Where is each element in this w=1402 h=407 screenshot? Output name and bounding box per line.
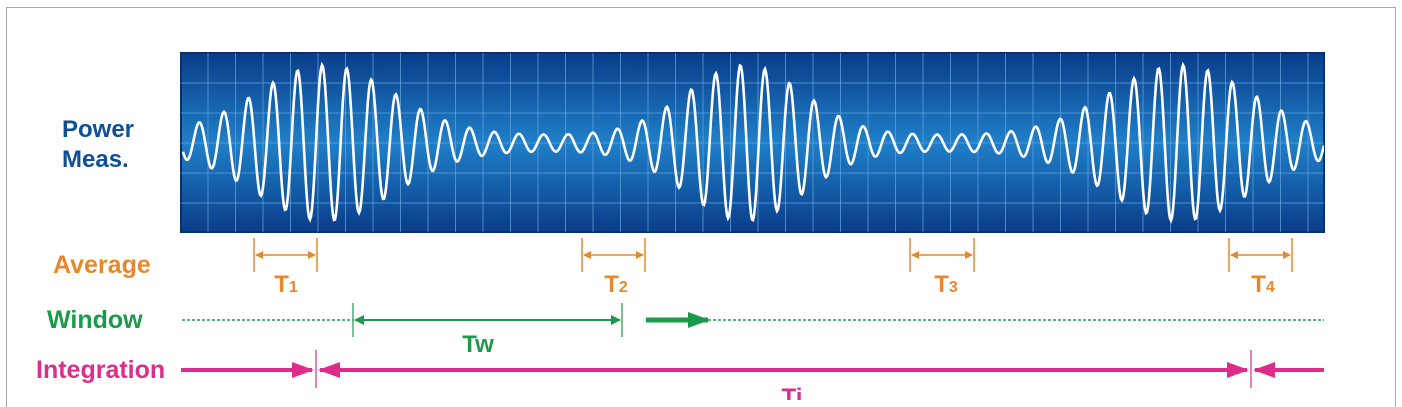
- waveform-trace: [181, 61, 1324, 224]
- average-period-t1: [253, 238, 318, 272]
- integration-ti-label: Ti: [782, 384, 803, 400]
- average-period-t2: [581, 238, 646, 272]
- integration-timeline: [181, 350, 1324, 388]
- power-meas-label: Power Meas.: [62, 115, 134, 175]
- average-t1-label: T1: [274, 271, 298, 298]
- average-t2-label: T2: [604, 271, 628, 298]
- average-period-t4: [1228, 238, 1293, 272]
- figure-frame: [6, 7, 1396, 407]
- window-label: Window: [47, 306, 143, 334]
- average-t4-label: T4: [1251, 271, 1275, 298]
- power-label-line2: Meas.: [62, 146, 129, 173]
- window-tw-label: Tw: [462, 331, 494, 358]
- scope-grid: [181, 53, 1324, 232]
- window-timeline: [182, 303, 1324, 337]
- power-label-line1: Power: [62, 116, 135, 143]
- integration-label: Integration: [36, 356, 166, 384]
- average-label: Average: [53, 251, 151, 279]
- average-t3-label: T3: [934, 271, 958, 298]
- average-period-t3: [909, 238, 975, 272]
